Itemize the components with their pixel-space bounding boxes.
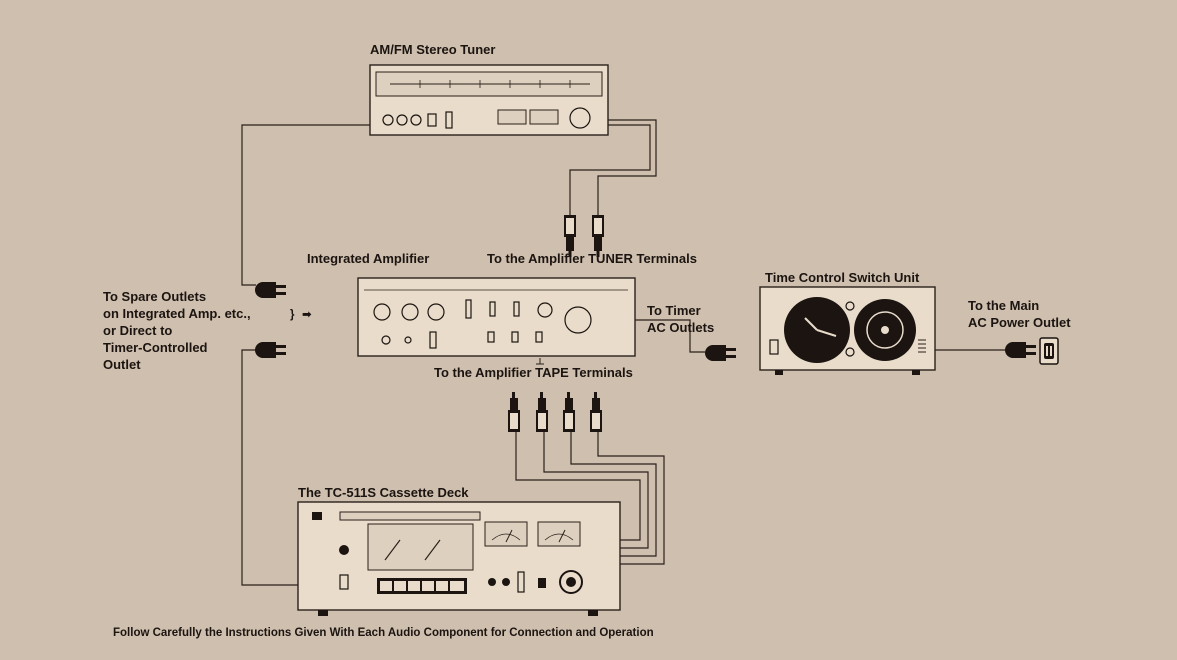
tuner-dial-ticks [419,80,571,88]
tuner-meter-2 [529,109,559,125]
label-spare-5: Outlet [103,357,141,372]
deck-power-button [339,545,349,555]
timer-dial-center [881,326,889,334]
tuner-rca-plugs [564,215,604,257]
deck-button-1 [488,578,496,586]
tape-cable-4 [597,430,665,565]
deck-switch [538,578,546,588]
tuner-cable-right [597,119,657,215]
wall-outlet-icon [1039,337,1059,365]
integrated-amplifier [357,277,636,365]
spare-plug-lower [255,342,286,358]
label-timer-unit: Time Control Switch Unit [765,270,920,285]
footer-note: Follow Carefully the Instructions Given … [113,627,654,639]
timer-foot-right [912,370,920,375]
amp-knob-2 [401,303,419,321]
label-main-outlet-1: To the Main [968,298,1039,313]
timer-outlet-plug [705,345,736,361]
tape-cable-1 [515,430,641,541]
label-timer-outlets-1: To Timer [647,303,701,318]
tc-511s-cassette-deck [297,501,621,616]
label-spare-3: or Direct to [103,323,172,338]
label-tuner: AM/FM Stereo Tuner [370,42,495,57]
timer-vent [918,339,926,353]
tuner-meter-1 [497,109,527,125]
main-outlet-plug [1005,342,1036,358]
label-tape-terminals: To the Amplifier TAPE Terminals [434,365,633,380]
amp-button-2 [511,331,519,343]
amp-switch-1 [429,331,437,349]
tuner-rca-plug-left [564,215,576,257]
amp-slider-1 [465,299,472,319]
deck-slider [517,571,525,593]
amp-knob-3 [427,303,445,321]
amp-button-1 [487,331,495,343]
timer-power-switch [769,339,779,355]
tape-cable-2 [543,430,649,549]
timer-clock-hand-2 [816,329,837,337]
amp-knob-1 [373,303,391,321]
amp-small-knob-1 [381,335,391,345]
deck-logo-badge [312,512,322,520]
spare-brace: } [290,309,295,321]
tape-rca-plug-2 [536,392,548,432]
timer-indicator-1 [845,301,855,311]
label-spare-1: To Spare Outlets [103,289,206,304]
spare-arrow: ➡ [302,309,312,321]
timer-foot-left [775,370,783,375]
tape-cable-3 [570,430,657,557]
timer-clock-hand-1 [804,317,818,331]
label-timer-outlets-2: AC Outlets [647,320,714,335]
amp-knob-4 [537,302,553,318]
deck-top-strip [339,511,481,521]
tape-rca-plugs [508,392,602,432]
time-control-switch-unit [759,286,936,375]
tuner-knob-2 [396,114,408,126]
deck-window-glare-2 [424,539,441,561]
timer-dial-ring [866,311,904,349]
deck-transport-keys [377,578,467,594]
tuner-power-cord [241,124,370,286]
label-main-outlet-2: AC Power Outlet [968,315,1071,330]
deck-power-cord [241,349,298,586]
tuner-tuning-knob [569,107,591,129]
deck-foot-left [318,610,328,616]
deck-cassette-window [367,523,474,571]
amp-marker [536,358,544,365]
tuner-rca-plug-right [592,215,604,257]
tuner-knob-3 [410,114,422,126]
label-spare-4: Timer-Controlled [103,340,208,355]
amp-slider-3 [513,301,520,317]
deck-eject-button [339,574,349,590]
label-cassette-deck: The TC-511S Cassette Deck [298,485,469,500]
deck-foot-right [588,610,598,616]
amp-small-knob-2 [404,336,412,344]
label-spare-2: on Integrated Amp. etc., [103,306,251,321]
amp-slider-2 [489,301,496,317]
tuner-cable-left [569,124,651,215]
label-tuner-terminals: To the Amplifier TUNER Terminals [487,251,697,266]
tape-rca-plug-4 [590,392,602,432]
tape-rca-plug-3 [563,392,575,432]
spare-plug-upper [255,282,286,298]
amp-volume-knob [564,306,592,334]
tape-rca-plug-1 [508,392,520,432]
wires [241,119,1005,586]
tuner-knob-1 [382,114,394,126]
amp-to-timer-cord [635,319,705,353]
amp-button-3 [535,331,543,343]
tuner-switch-1 [427,113,437,127]
label-amplifier: Integrated Amplifier [307,251,429,266]
deck-button-2 [502,578,510,586]
tuner-switch-2 [445,111,453,129]
deck-window-glare-1 [384,539,401,561]
am-fm-stereo-tuner [369,64,609,136]
timer-indicator-2 [845,347,855,357]
